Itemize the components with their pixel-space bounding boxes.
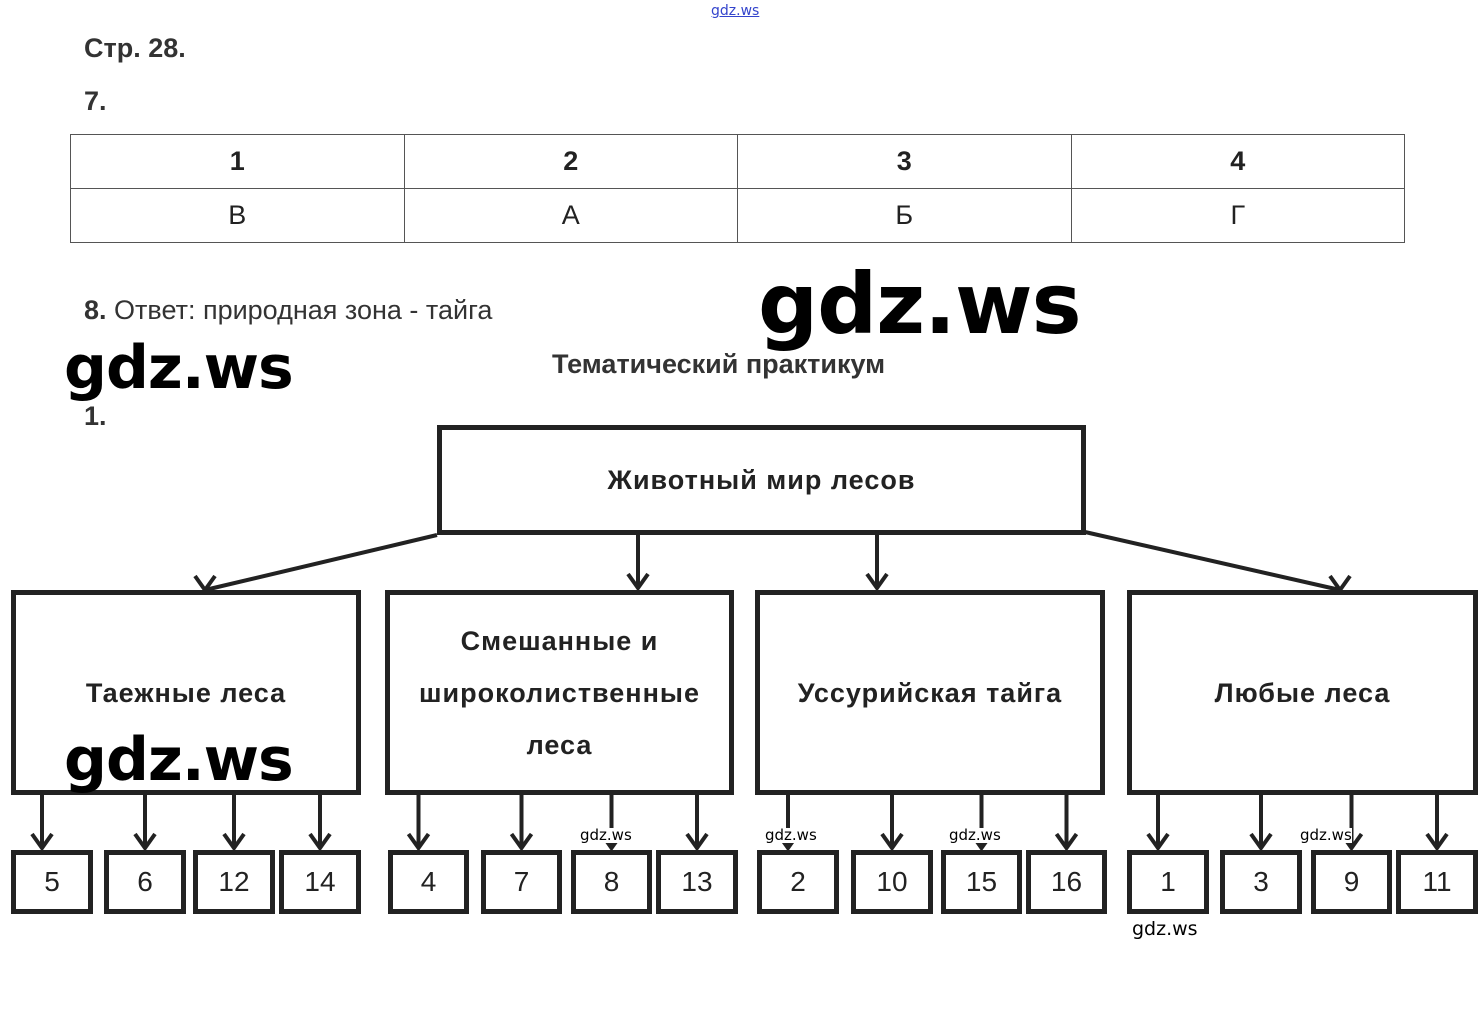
table-cell: А	[403, 188, 738, 243]
arrow	[205, 533, 438, 590]
table-header: 2	[403, 134, 738, 189]
page-label: Стр. 28.	[84, 33, 186, 63]
leaf-box: 3	[1220, 850, 1302, 914]
table-cell: В	[70, 188, 405, 243]
leaf-box: 6	[104, 850, 186, 914]
table-header: 3	[737, 134, 1072, 189]
root-box: Животный мир лесов	[437, 425, 1086, 535]
leaf-box: 8	[571, 850, 652, 914]
table-cell: Г	[1070, 188, 1405, 243]
leaf-box: 2	[757, 850, 839, 914]
watermark: gdz.ws	[758, 255, 1082, 353]
table-cell: Б	[737, 188, 1072, 243]
category-label: Таежные леса	[85, 678, 287, 708]
task-8-answer: Ответ: природная зона - тайга	[114, 295, 493, 325]
watermark: gdz.ws	[765, 826, 817, 844]
task-1-number: 1.	[84, 401, 107, 431]
category-label: Любые леса	[1214, 678, 1391, 708]
table-header: 1	[70, 134, 405, 189]
category-box: Любые леса	[1127, 590, 1478, 795]
watermark: gdz.ws	[949, 826, 1001, 844]
task-7-number: 7.	[84, 86, 107, 116]
category-label: Уссурийская тайга	[797, 678, 1063, 708]
leaf-box: 12	[193, 850, 275, 914]
leaf-box: 5	[11, 850, 93, 914]
category-label-line: леса	[526, 729, 593, 760]
watermark: gdz.ws	[1300, 826, 1352, 844]
leaf-box: 16	[1026, 850, 1107, 914]
leaf-box: 1	[1127, 850, 1209, 914]
leaf-box: 10	[851, 850, 933, 914]
leaf-box: 7	[481, 850, 562, 914]
watermark: gdz.ws	[64, 725, 294, 795]
category-label-line: широколиственные	[418, 677, 700, 708]
task-8-number: 8.	[84, 295, 107, 325]
leaf-box: 11	[1396, 850, 1478, 914]
leaf-box: 15	[941, 850, 1022, 914]
category-box: Смешанные и широколиственные леса	[385, 590, 734, 795]
category-box: Уссурийская тайга	[755, 590, 1105, 795]
arrow	[1084, 530, 1340, 590]
leaf-box: 13	[656, 850, 738, 914]
leaf-box: 14	[279, 850, 361, 914]
watermark: gdz.ws	[580, 826, 632, 844]
task-8: 8. Ответ: природная зона - тайга	[84, 295, 492, 326]
leaf-box: 9	[1311, 850, 1392, 914]
category-label-line: Смешанные и	[460, 625, 659, 656]
category-box: Таежные леса	[11, 590, 361, 795]
watermark: gdz.ws	[64, 333, 294, 403]
watermark: gdz.ws	[1132, 918, 1198, 940]
leaf-box: 4	[388, 850, 469, 914]
watermark-link[interactable]: gdz.ws	[711, 3, 760, 19]
table-header: 4	[1070, 134, 1405, 189]
section-title: Тематический практикум	[552, 349, 886, 379]
